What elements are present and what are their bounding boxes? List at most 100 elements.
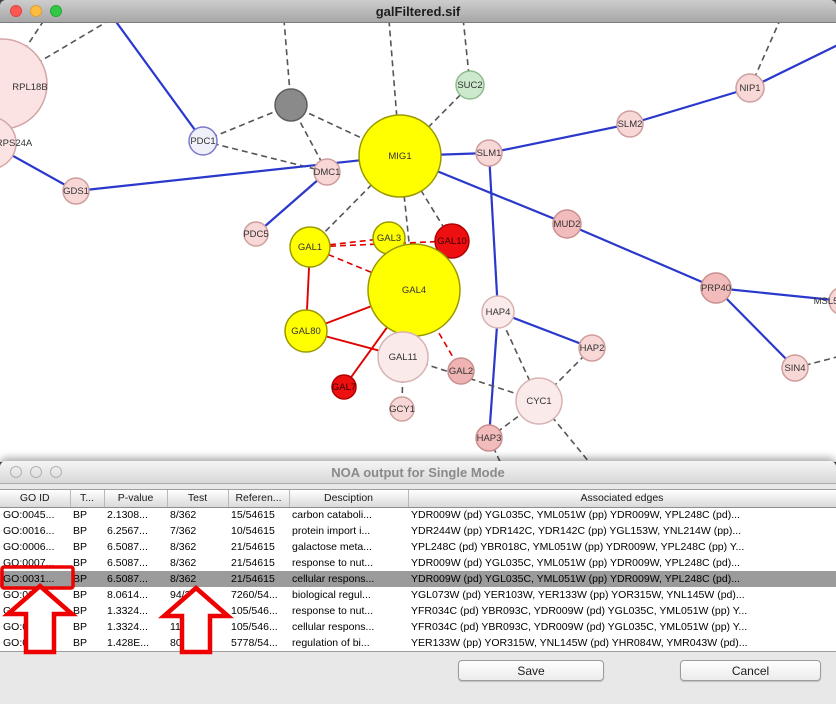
graph-node-msl5[interactable] — [828, 287, 836, 315]
table-cell[interactable]: cellular respons... — [289, 571, 408, 587]
graph-node-gal11[interactable] — [377, 331, 429, 383]
graph-node-dmc1[interactable] — [313, 158, 341, 186]
close-button[interactable] — [10, 466, 22, 478]
graph-node-prp40[interactable] — [700, 272, 732, 304]
column-header-go-id[interactable]: GO ID — [0, 490, 71, 508]
table-cell[interactable]: BP — [73, 621, 88, 633]
graph-node-slm2[interactable] — [616, 110, 644, 138]
graph-node-suc2[interactable] — [455, 70, 485, 100]
graph-node-gal80[interactable] — [284, 309, 328, 353]
graph-edge[interactable] — [202, 140, 328, 173]
graph-edge[interactable] — [487, 152, 500, 313]
noa-window-titlebar[interactable]: NOA output for Single Mode — [0, 461, 836, 484]
graph-node-hap3[interactable] — [475, 424, 503, 452]
table-cell[interactable]: YER133W (pp) YOR315W, YNL145W (pd) YHR08… — [411, 637, 748, 649]
table-cell[interactable]: GO:0045... — [3, 509, 55, 522]
table-cell[interactable]: 21/54615 — [228, 571, 289, 587]
table-cell[interactable]: BP — [73, 509, 88, 522]
table-cell[interactable]: YDR009W (pd) YGL035C, YML051W (pp) YDR00… — [411, 509, 740, 522]
table-row[interactable]: GO:0009... BP 1.3324... 11/362 105/546... res… — [0, 603, 836, 619]
table-cell[interactable]: 105/546... — [231, 621, 278, 633]
save-button[interactable]: Save — [458, 660, 604, 681]
column-header-desciption[interactable]: Desciption — [289, 490, 409, 508]
zoom-button[interactable] — [50, 5, 62, 17]
column-header-t[interactable]: T... — [70, 490, 105, 508]
table-cell[interactable]: galactose meta... — [292, 541, 372, 553]
graph-window-titlebar[interactable]: galFiltered.sif — [0, 0, 836, 23]
graph-node-pdc5[interactable] — [243, 221, 269, 247]
table-cell[interactable]: BP — [70, 571, 104, 587]
graph-node-nip1[interactable] — [735, 73, 765, 103]
table-cell[interactable]: BP — [73, 541, 88, 553]
table-cell[interactable]: 8/362 — [167, 571, 228, 587]
table-cell[interactable]: GO:0031... — [0, 571, 70, 587]
table-cell[interactable]: 8/362 — [170, 509, 197, 522]
table-cell[interactable]: response to nut... — [292, 605, 374, 617]
table-cell[interactable]: BP — [73, 557, 88, 569]
column-header-associated-edges[interactable]: Associated edges — [408, 490, 836, 508]
minimize-button[interactable] — [30, 466, 42, 478]
table-cell[interactable]: biological regul... — [292, 589, 371, 601]
table-cell[interactable]: 11/362 — [170, 605, 202, 617]
table-cell[interactable]: 11/362 — [170, 621, 202, 633]
graph-edge[interactable] — [283, 23, 292, 106]
zoom-button[interactable] — [50, 466, 62, 478]
table-cell[interactable]: 6.5087... — [107, 541, 148, 553]
table-cell[interactable]: 2.1308... — [107, 509, 148, 522]
table-cell[interactable]: YFR034C (pd) YBR093C, YDR009W (pd) YGL03… — [411, 605, 748, 617]
table-cell[interactable]: YDR244W (pp) YDR142C, YDR142C (pp) YGL15… — [411, 525, 742, 537]
graph-edge[interactable] — [715, 287, 796, 369]
table-cell[interactable]: protein import i... — [292, 525, 371, 537]
table-cell[interactable]: GO:0016... — [3, 525, 55, 537]
column-header-referen[interactable]: Referen... — [228, 490, 290, 508]
minimize-button[interactable] — [30, 5, 42, 17]
graph-edge[interactable] — [749, 39, 836, 89]
table-cell[interactable]: GO:0031... — [3, 621, 55, 633]
graph-edge[interactable] — [566, 222, 717, 290]
table-row[interactable]: GO:0006... BP 6.5087... 8/362 21/54615 galact… — [0, 539, 836, 555]
table-cell[interactable]: 8/362 — [170, 541, 197, 553]
column-header-test[interactable]: Test — [167, 490, 229, 508]
table-cell[interactable]: GO:0050... — [3, 637, 55, 649]
table-cell[interactable]: 105/546... — [231, 605, 278, 617]
table-cell[interactable]: regulation of bi... — [292, 637, 370, 649]
table-cell[interactable]: YPL248C (pd) YBR018C, YML051W (pp) YDR00… — [411, 541, 745, 553]
graph-node-gcy1[interactable] — [389, 396, 415, 422]
table-cell[interactable]: YDR009W (pd) YGL035C, YML051W (pp) YDR00… — [408, 571, 836, 587]
graph-edge[interactable] — [255, 171, 328, 235]
table-cell[interactable]: 21/54615 — [231, 557, 275, 569]
graph-edge[interactable] — [75, 154, 401, 193]
table-cell[interactable]: YFR034C (pd) YBR093C, YDR009W (pd) YGL03… — [411, 621, 748, 633]
network-canvas[interactable]: RPL18BRPS24AGDS1PDC1DMC1MIG1SUC2SLM1SLM2… — [0, 23, 836, 462]
table-cell[interactable]: BP — [73, 589, 88, 601]
table-cell[interactable]: 21/54615 — [231, 541, 275, 553]
graph-edge[interactable] — [106, 23, 204, 142]
table-cell[interactable]: GO:0006... — [3, 541, 55, 553]
graph-edge[interactable] — [399, 84, 471, 157]
graph-node-gds1[interactable] — [62, 177, 90, 205]
graph-node-gal10[interactable] — [434, 223, 470, 259]
table-cell[interactable]: GO:0065... — [3, 589, 55, 601]
table-cell[interactable]: 80/362 — [170, 637, 203, 649]
table-cell[interactable]: BP — [73, 525, 88, 537]
graph-node-gal2[interactable] — [447, 357, 475, 385]
table-cell[interactable]: 1.3324... — [107, 605, 148, 617]
graph-node-slm1[interactable] — [475, 139, 503, 167]
graph-node-mud2[interactable] — [552, 209, 582, 239]
column-header-p-value[interactable]: P-value — [104, 490, 168, 508]
graph-node-sin4[interactable] — [781, 354, 809, 382]
table-cell[interactable]: GO:0009... — [3, 605, 55, 617]
graph-node-unlabeled[interactable] — [274, 88, 308, 122]
graph-node-rps24a[interactable] — [0, 117, 17, 169]
table-cell[interactable]: response to nut... — [292, 557, 374, 569]
table-cell[interactable]: 6.2567... — [107, 525, 148, 537]
graph-node-cyc1[interactable] — [515, 377, 563, 425]
table-cell[interactable]: BP — [73, 605, 88, 617]
